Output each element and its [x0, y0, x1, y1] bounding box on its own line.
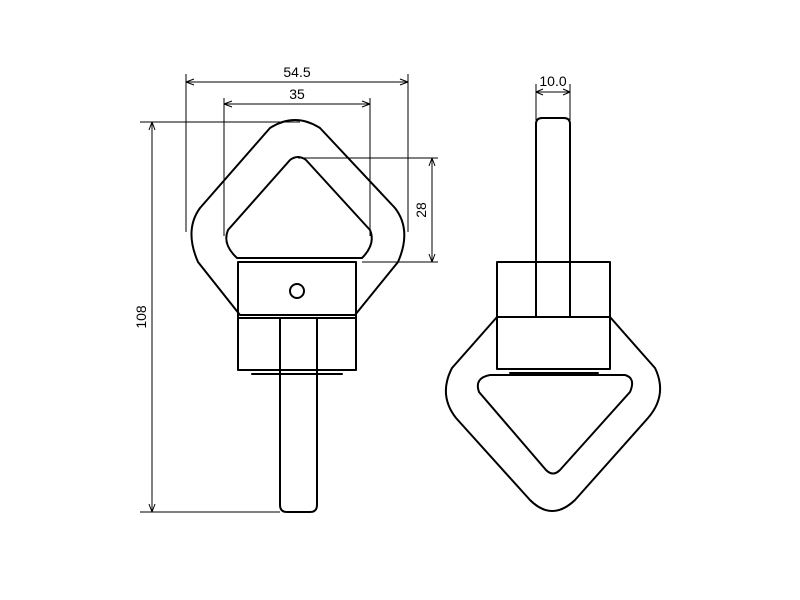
- front-bolt-hole: [289, 283, 305, 299]
- side-view: [445, 117, 662, 512]
- dim-width-outer-label: 54.5: [283, 64, 310, 80]
- front-hub-block: [237, 261, 357, 319]
- dim-width-inner-label: 35: [289, 86, 305, 102]
- dim-triangle-height-label: 28: [413, 202, 429, 218]
- side-hub-block: [496, 261, 611, 318]
- side-ring-outer: [445, 316, 662, 512]
- side-ring-inner: [476, 374, 634, 475]
- side-dimensions: 10.0: [535, 73, 571, 120]
- front-base-plate: [237, 317, 357, 371]
- front-ring-outer: [190, 119, 406, 316]
- front-dimensions: 54.5 35 28 108: [133, 64, 438, 513]
- front-ring-inner: [225, 156, 373, 259]
- side-upright-bar: [535, 117, 571, 317]
- dim-total-height-label: 108: [133, 305, 149, 329]
- dim-thickness-label: 10.0: [539, 73, 566, 89]
- front-stud: [279, 317, 318, 513]
- side-collar: [496, 316, 611, 370]
- front-view: [190, 119, 406, 513]
